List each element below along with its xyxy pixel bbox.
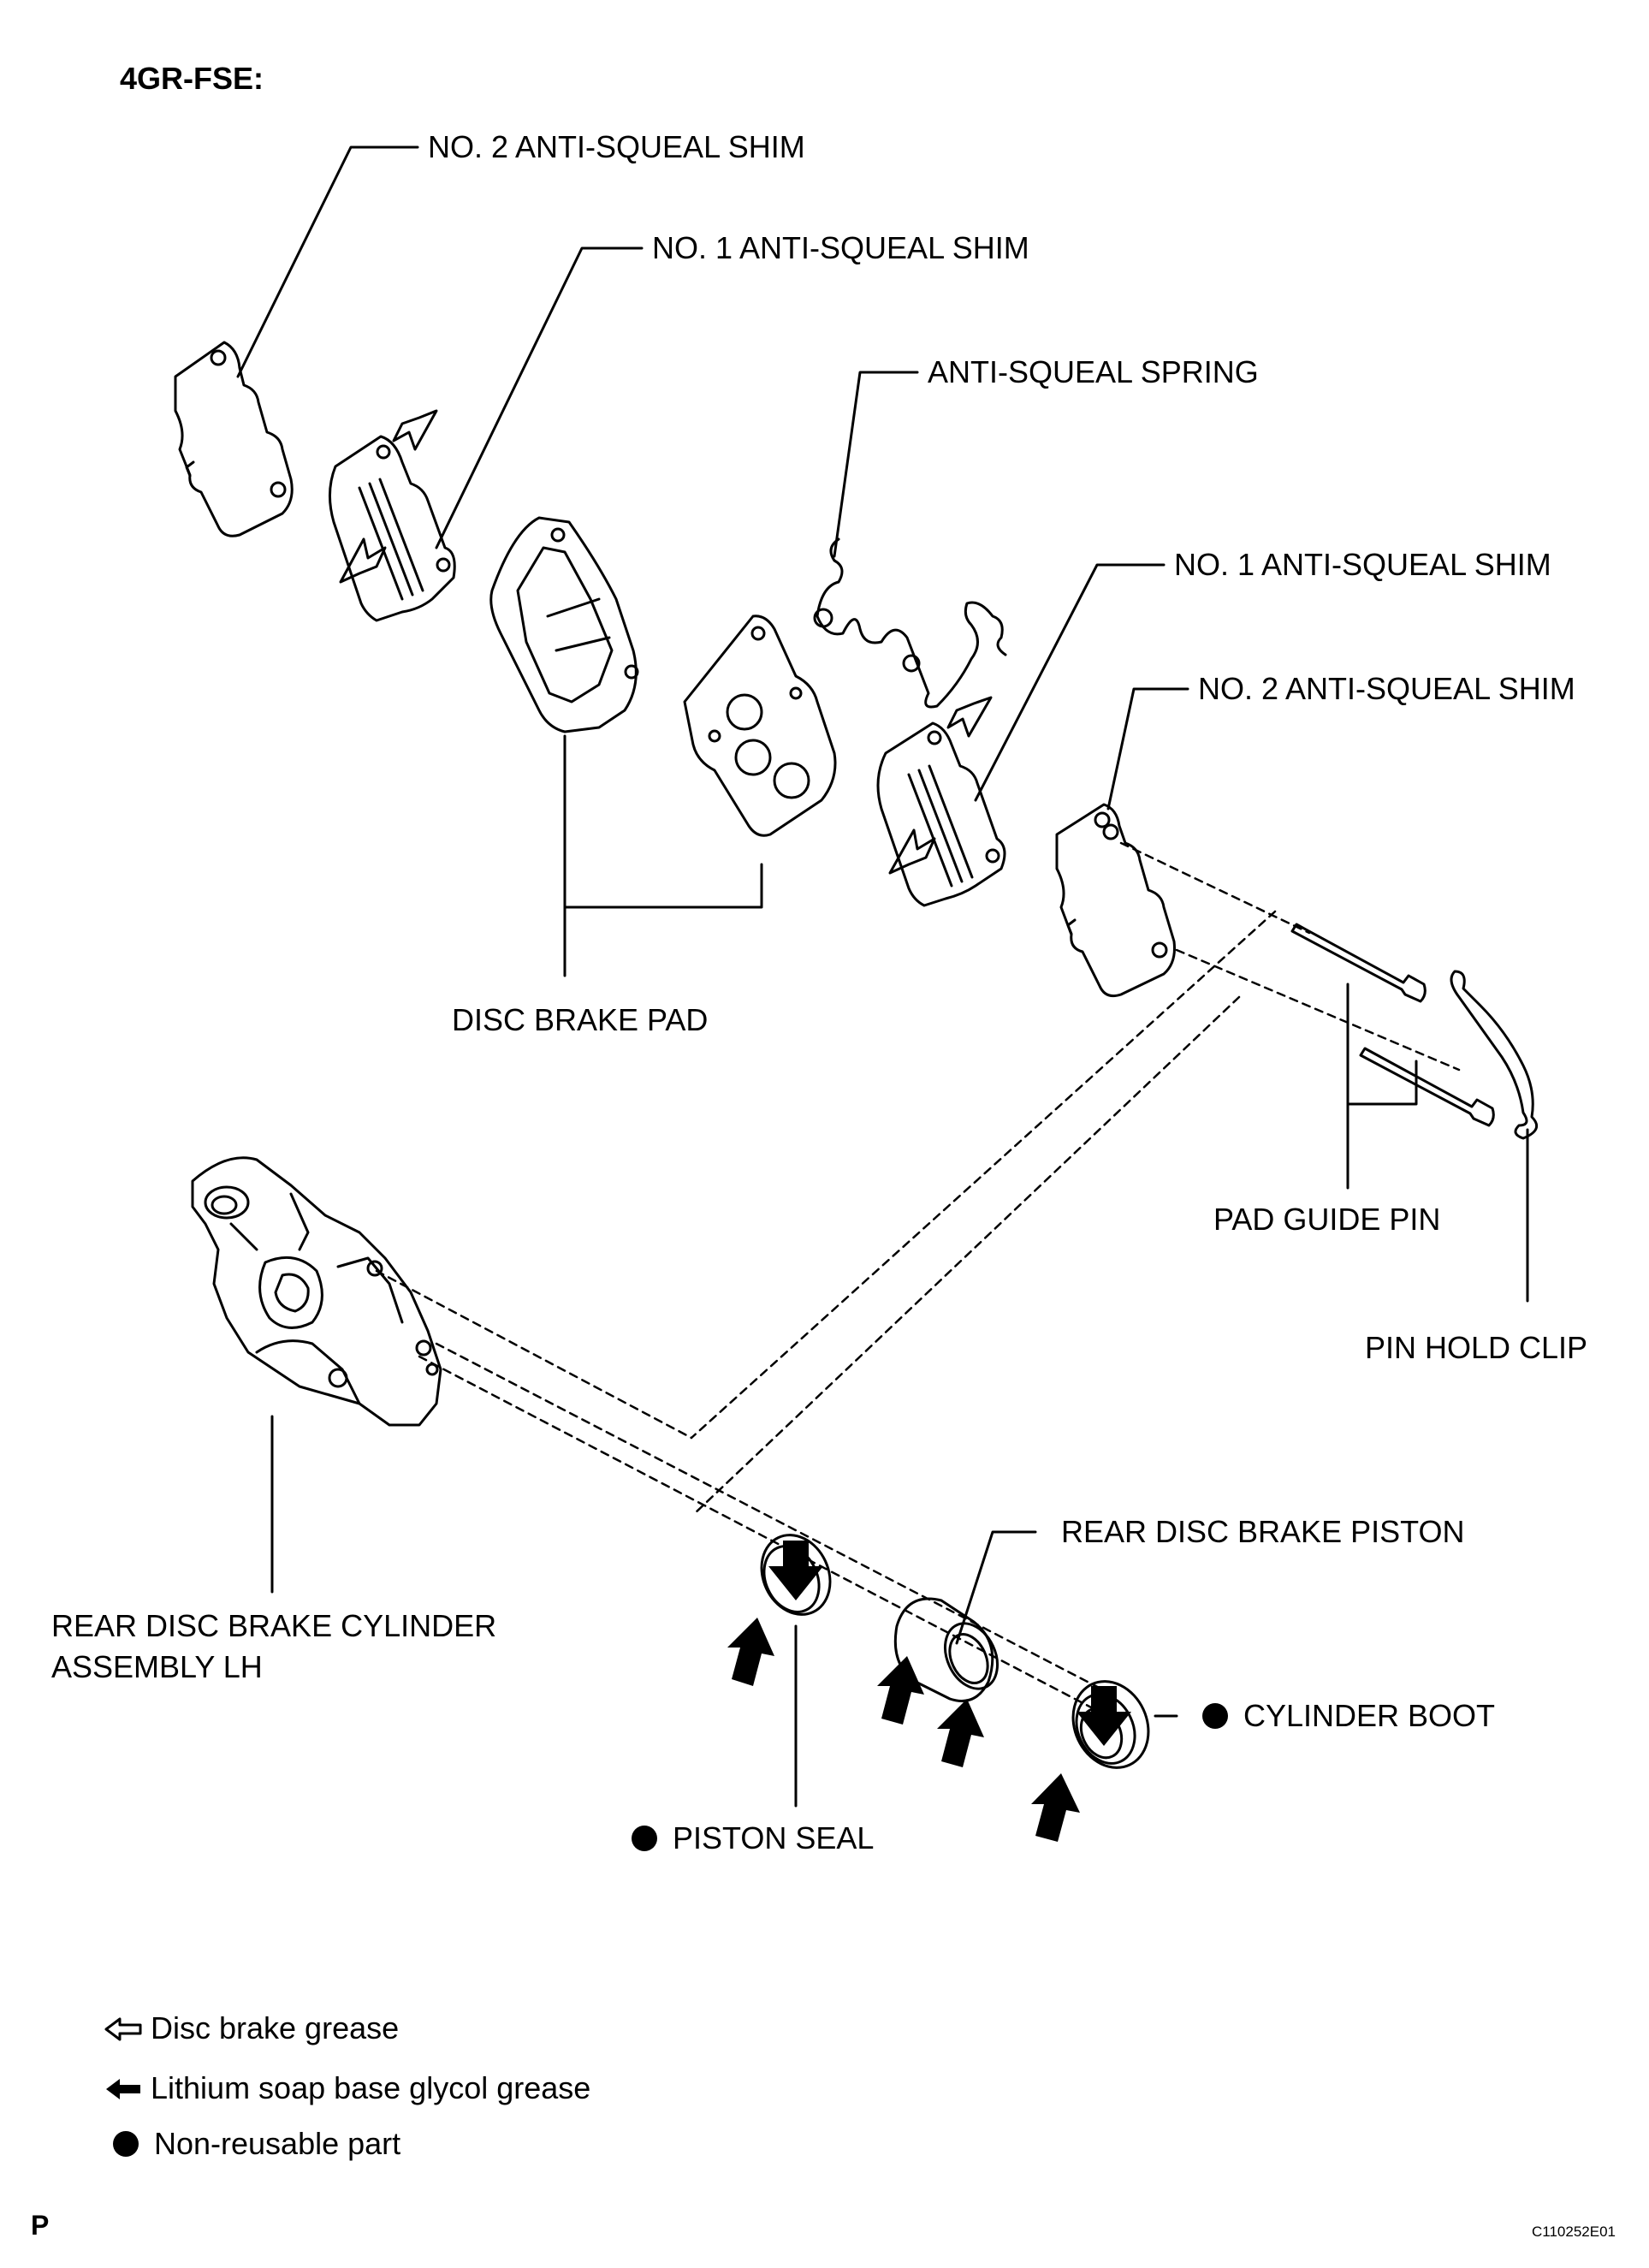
leader-lines [236, 145, 1529, 1808]
figure-code: C110252E01 [1532, 2223, 1616, 2240]
non-reusable-dot-icon [1202, 1703, 1228, 1729]
label-cylinder-assembly-line1: REAR DISC BRAKE CYLINDER [51, 1608, 497, 1643]
label-disc-brake-pad: DISC BRAKE PAD [452, 1002, 709, 1037]
label-no1-anti-squeal-shim-top: NO. 1 ANTI-SQUEAL SHIM [652, 230, 1029, 265]
disc-brake-pad-rear [683, 614, 837, 837]
hollow-arrow-icon [104, 2017, 142, 2041]
disc-brake-pad-front [489, 516, 639, 733]
label-cylinder-assembly-line2: ASSEMBLY LH [51, 1649, 263, 1684]
legend-lithium-grease: Lithium soap base glycol grease [103, 2071, 590, 2105]
cylinder-boot-text: CYLINDER BOOT [1243, 1698, 1496, 1733]
corner-mark: P [31, 2210, 50, 2241]
label-no1-anti-squeal-shim-right: NO. 1 ANTI-SQUEAL SHIM [1174, 547, 1551, 582]
label-pad-guide-pin: PAD GUIDE PIN [1213, 1202, 1441, 1237]
pin-hold-clip [1450, 970, 1539, 1140]
label-rear-disc-brake-piston: REAR DISC BRAKE PISTON [1061, 1514, 1465, 1549]
alignment-dashed-lines [375, 841, 1461, 1720]
label-cylinder-boot: CYLINDER BOOT [1202, 1699, 1495, 1733]
lithium-grease-arrows [727, 1541, 1131, 1842]
piston-seal-text: PISTON SEAL [673, 1820, 875, 1855]
label-pin-hold-clip: PIN HOLD CLIP [1365, 1330, 1588, 1365]
solid-arrow-icon [106, 2079, 140, 2099]
pad-guide-pins [1290, 923, 1495, 1127]
legend-non-reusable-text: Non-reusable part [154, 2126, 401, 2161]
label-anti-squeal-spring: ANTI-SQUEAL SPRING [928, 354, 1259, 389]
legend-lithium-grease-text: Lithium soap base glycol grease [151, 2070, 591, 2105]
legend-disc-brake-grease-text: Disc brake grease [151, 2010, 400, 2045]
anti-squeal-spring [813, 537, 1007, 709]
filled-dot-icon [113, 2131, 139, 2157]
no2-anti-squeal-shim-left [174, 341, 294, 537]
label-no2-anti-squeal-shim-top: NO. 2 ANTI-SQUEAL SHIM [428, 129, 805, 164]
engine-label: 4GR-FSE: [120, 61, 264, 96]
no2-anti-squeal-shim-right [1055, 803, 1176, 998]
legend-non-reusable: Non-reusable part [113, 2127, 400, 2161]
legend-disc-brake-grease: Disc brake grease [103, 2011, 399, 2045]
no1-anti-squeal-shim-right [876, 696, 1006, 907]
non-reusable-dot-icon [632, 1826, 657, 1851]
label-no2-anti-squeal-shim-right: NO. 2 ANTI-SQUEAL SHIM [1198, 671, 1575, 706]
rear-disc-brake-cylinder-assembly-lh [191, 1156, 442, 1427]
label-piston-seal: PISTON SEAL [632, 1821, 874, 1855]
no1-anti-squeal-shim-left [328, 409, 456, 622]
